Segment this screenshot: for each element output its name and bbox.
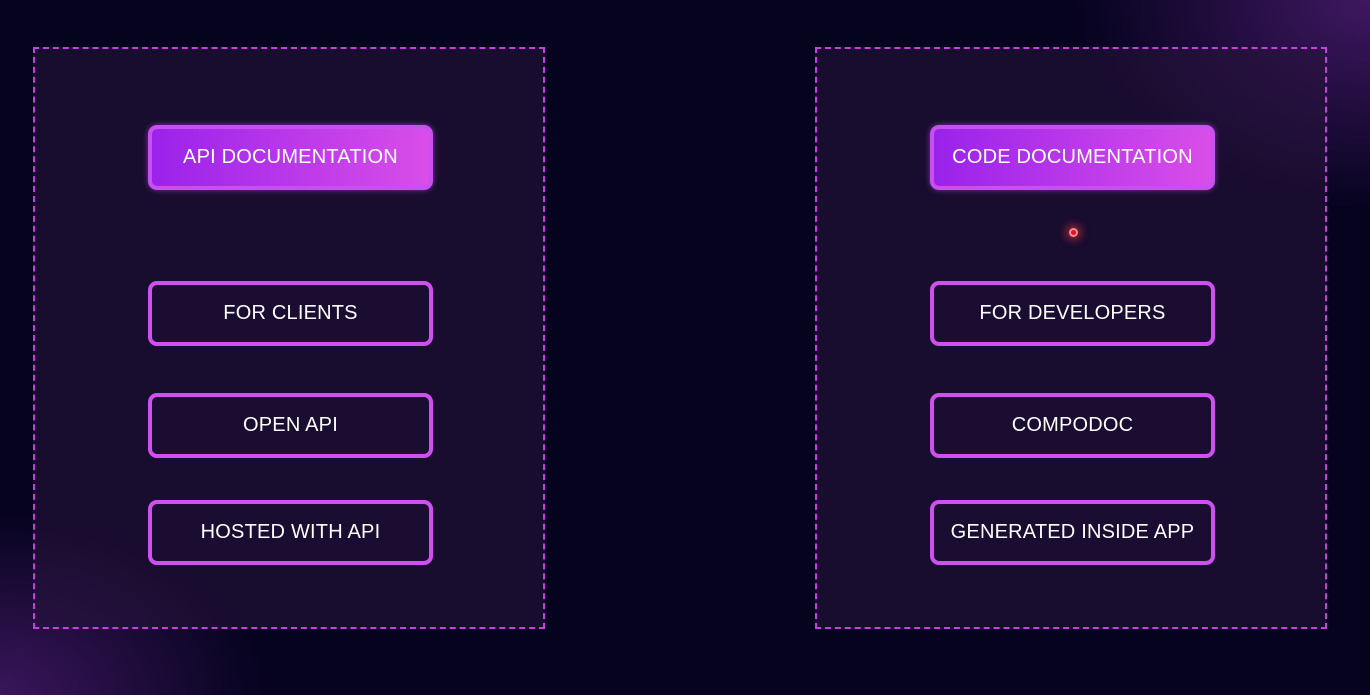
hosted-with-api-box: HOSTED WITH API bbox=[148, 500, 433, 565]
api-documentation-header: API DOCUMENTATION bbox=[148, 125, 433, 190]
for-developers-box: FOR DEVELOPERS bbox=[930, 281, 1215, 346]
generated-inside-app-box: GENERATED INSIDE APP bbox=[930, 500, 1215, 565]
laser-pointer-icon bbox=[1068, 227, 1078, 237]
code-documentation-panel: CODE DOCUMENTATION FOR DEVELOPERS COMPOD… bbox=[815, 47, 1327, 629]
compodoc-box: COMPODOC bbox=[930, 393, 1215, 458]
code-documentation-header: CODE DOCUMENTATION bbox=[930, 125, 1215, 190]
for-clients-box: FOR CLIENTS bbox=[148, 281, 433, 346]
open-api-box: OPEN API bbox=[148, 393, 433, 458]
api-documentation-panel: API DOCUMENTATION FOR CLIENTS OPEN API H… bbox=[33, 47, 545, 629]
